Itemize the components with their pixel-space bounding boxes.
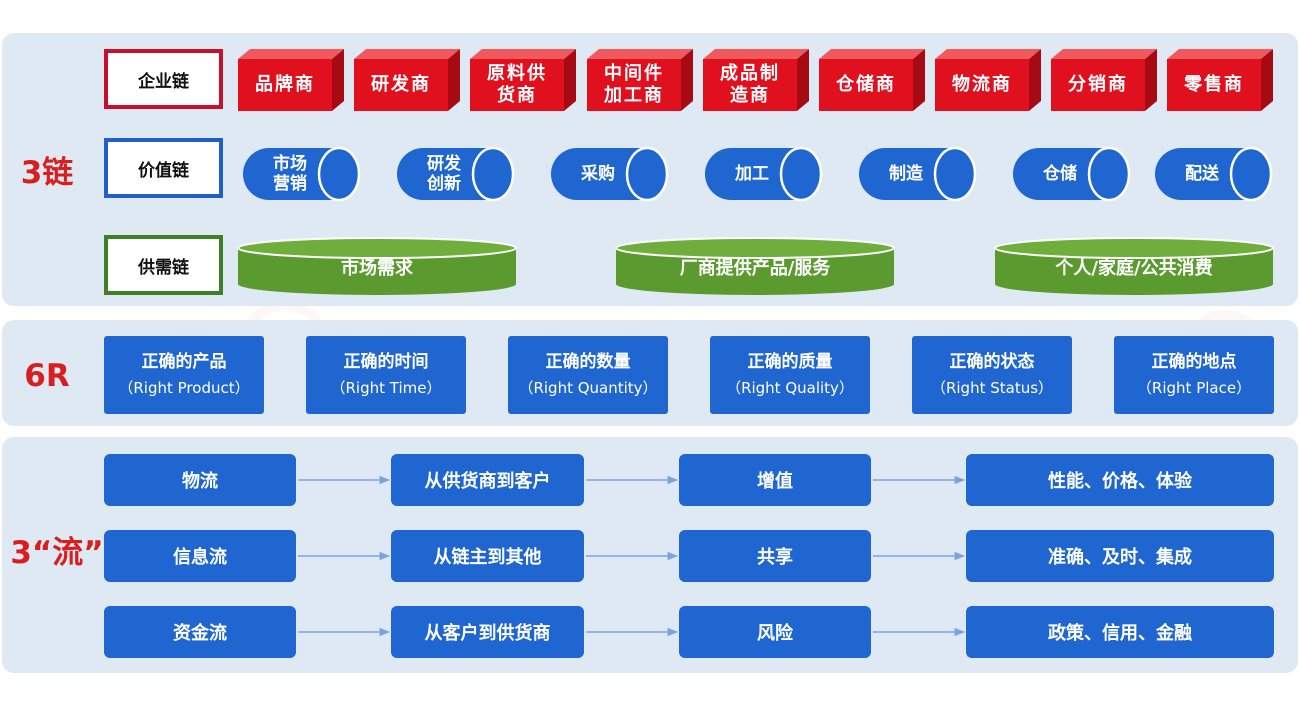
flow-box: 性能、价格、体验 <box>966 454 1274 506</box>
value-chain-cylinder: 仓储 <box>1011 146 1133 202</box>
enterprise-chain-box-text: 中间件 <box>604 63 664 84</box>
value-chain-text: 营销 <box>273 174 307 194</box>
value-chain-cylinder: 加工 <box>703 146 825 202</box>
value-chain-cylinder: 市场营销 <box>241 146 363 202</box>
enterprise-chain-box: 成品制造商 <box>703 49 811 113</box>
six-r-subtitle: （Right Place） <box>1136 379 1252 397</box>
value-chain-cylinder: 配送 <box>1153 146 1275 202</box>
three-flows-title: 3“流” <box>10 535 104 571</box>
enterprise-chain-box: 品牌商 <box>238 49 346 113</box>
six-r-subtitle: （Right Time） <box>330 379 442 397</box>
six-r-box: 正确的质量 （Right Quality） <box>710 336 870 414</box>
enterprise-chain-box: 分销商 <box>1051 49 1159 113</box>
enterprise-chain-box-text: 成品制 <box>720 63 780 84</box>
flow-box: 物流 <box>104 454 296 506</box>
enterprise-chain-box: 仓储商 <box>819 49 927 113</box>
enterprise-chain-box-text: 零售商 <box>1184 74 1244 95</box>
flow-box: 资金流 <box>104 606 296 658</box>
six-r-box: 正确的产品 （Right Product） <box>104 336 264 414</box>
supply-demand-chain-label: 供需链 <box>104 235 223 295</box>
value-chain-text: 加工 <box>735 164 769 184</box>
six-r-title: 6R <box>24 358 70 394</box>
enterprise-chain-box: 研发商 <box>354 49 462 113</box>
six-r-subtitle: （Right Product） <box>118 379 250 397</box>
three-chains-title: 3链 <box>20 155 74 191</box>
supply-demand-text: 厂商提供产品/服务 <box>679 258 831 279</box>
value-chain-text: 制造 <box>889 164 923 184</box>
enterprise-chain-box-text: 分销商 <box>1068 74 1128 95</box>
flow-box: 增值 <box>679 454 871 506</box>
enterprise-chain-box-text: 研发商 <box>371 74 431 95</box>
value-chain-text: 采购 <box>581 164 615 184</box>
flow-box: 风险 <box>679 606 871 658</box>
enterprise-chain-box-text: 原料供 <box>487 63 547 84</box>
six-r-title: 正确的时间 <box>343 352 429 372</box>
value-chain-cylinder: 制造 <box>857 146 979 202</box>
flow-box: 政策、信用、金融 <box>966 606 1274 658</box>
enterprise-chain-box-text: 加工商 <box>604 85 664 106</box>
six-r-box: 正确的数量 （Right Quantity） <box>508 336 668 414</box>
six-r-title: 正确的状态 <box>949 352 1035 372</box>
enterprise-chain-box-text: 造商 <box>730 85 770 106</box>
value-chain-text: 研发 <box>427 154 461 174</box>
six-r-box: 正确的地点 （Right Place） <box>1114 336 1274 414</box>
value-chain-cylinder: 研发创新 <box>395 146 517 202</box>
flow-box: 从供货商到客户 <box>391 454 584 506</box>
enterprise-chain-box-text: 仓储商 <box>836 74 896 95</box>
six-r-title: 正确的质量 <box>747 352 833 372</box>
six-r-box: 正确的时间 （Right Time） <box>306 336 466 414</box>
enterprise-chain-box-text: 货商 <box>497 85 537 106</box>
flow-box: 信息流 <box>104 530 296 582</box>
flow-box: 共享 <box>679 530 871 582</box>
value-chain-text: 创新 <box>427 174 461 194</box>
six-r-subtitle: （Right Quality） <box>726 379 854 397</box>
enterprise-chain-box: 物流商 <box>935 49 1043 113</box>
value-chain-text: 仓储 <box>1043 164 1077 184</box>
six-r-subtitle: （Right Status） <box>930 379 1054 397</box>
value-chain-cylinder: 采购 <box>549 146 671 202</box>
enterprise-chain-box: 中间件加工商 <box>587 49 695 113</box>
six-r-title: 正确的数量 <box>545 352 631 372</box>
enterprise-chain-box: 零售商 <box>1167 49 1275 113</box>
enterprise-chain-label: 企业链 <box>104 49 223 109</box>
value-chain-text: 市场 <box>273 154 307 174</box>
supply-demand-disc: 厂商提供产品/服务 <box>614 236 896 298</box>
enterprise-chain-box-text: 物流商 <box>952 74 1012 95</box>
six-r-title: 正确的地点 <box>1151 352 1237 372</box>
flow-box: 从客户到供货商 <box>391 606 584 658</box>
supply-demand-disc: 市场需求 <box>236 236 518 298</box>
supply-demand-text: 个人/家庭/公共消费 <box>1055 258 1213 279</box>
supply-demand-text: 市场需求 <box>341 258 413 279</box>
supply-demand-disc: 个人/家庭/公共消费 <box>993 236 1275 298</box>
flow-box: 从链主到其他 <box>391 530 584 582</box>
enterprise-chain-box-text: 品牌商 <box>255 74 315 95</box>
value-chain-text: 配送 <box>1185 164 1219 184</box>
value-chain-label: 价值链 <box>104 138 223 198</box>
six-r-subtitle: （Right Quantity） <box>518 379 658 397</box>
enterprise-chain-box: 原料供货商 <box>470 49 578 113</box>
six-r-title: 正确的产品 <box>141 352 227 372</box>
flow-box: 准确、及时、集成 <box>966 530 1274 582</box>
six-r-box: 正确的状态 （Right Status） <box>912 336 1072 414</box>
